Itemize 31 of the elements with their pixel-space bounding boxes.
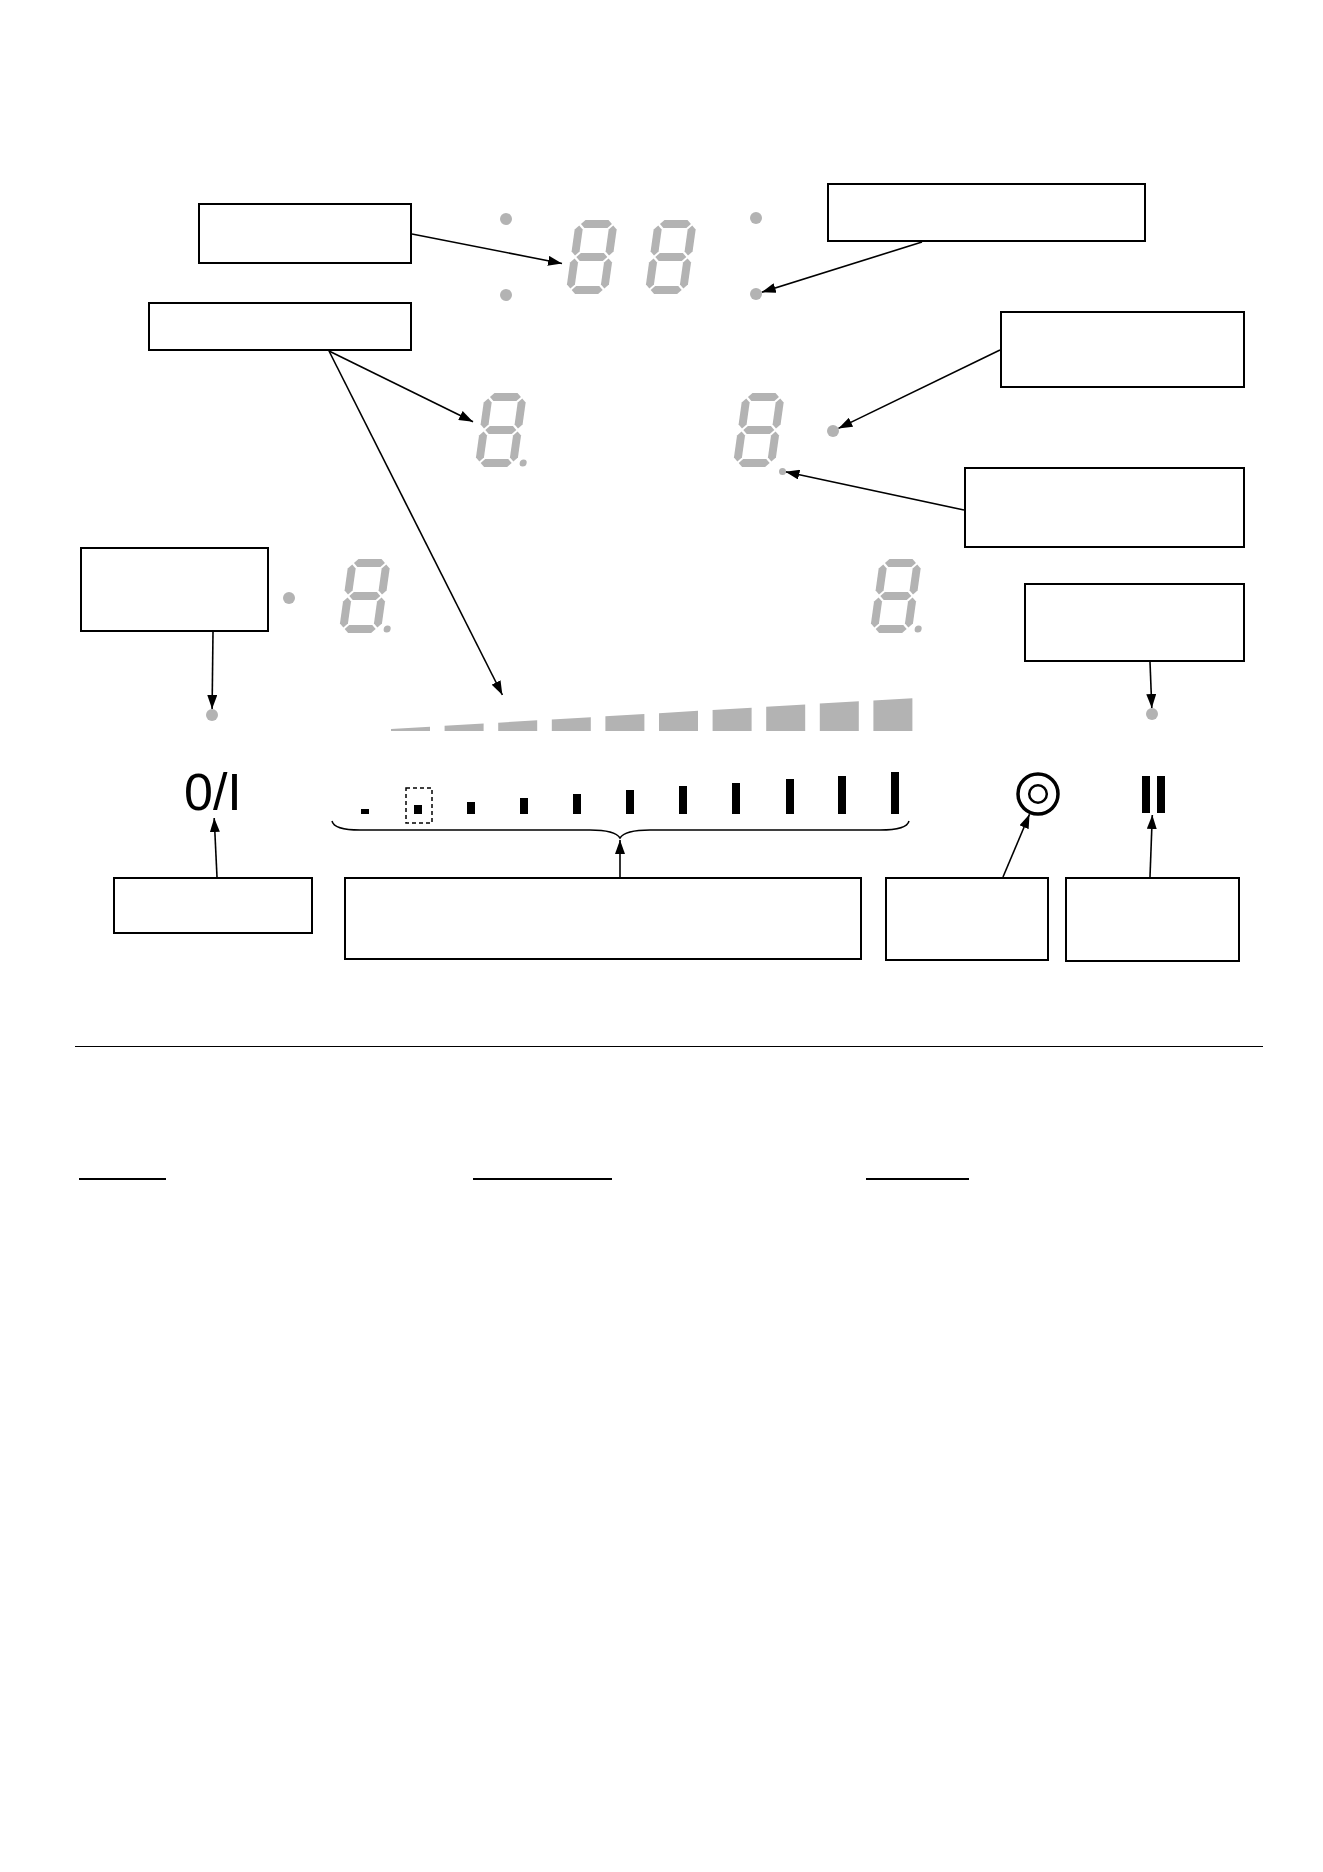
callout-box (827, 183, 1146, 242)
indicator-dot-icon (1146, 708, 1158, 720)
pause-icon (1140, 775, 1166, 815)
leader-arrow (837, 349, 1001, 430)
callout-box (113, 877, 313, 934)
leader-arrow (207, 631, 218, 710)
callout-box (1000, 311, 1245, 388)
indicator-dot-icon (827, 425, 839, 437)
ring-icon (1016, 772, 1060, 816)
callout-box (1065, 877, 1240, 962)
leader-arrow (411, 233, 563, 266)
leader-arrow (328, 350, 474, 423)
callout-box (1024, 583, 1245, 662)
callout-box (885, 877, 1049, 961)
leader-arrow (615, 839, 625, 878)
callout-box (964, 467, 1245, 548)
callout-box (344, 877, 862, 960)
leader-arrow (209, 817, 220, 878)
callout-box (148, 302, 412, 351)
leader-arrow (784, 469, 965, 511)
indicator-dot-icon (778, 467, 786, 475)
leader-arrow (1146, 661, 1157, 709)
leader-arrow (328, 350, 504, 696)
indicator-dot-icon (750, 288, 762, 300)
on-off-label: 0/I (184, 766, 242, 818)
leader-arrow (1146, 814, 1157, 878)
indicator-dot-icon (206, 709, 218, 721)
callout-box (80, 547, 269, 632)
leader-arrow (760, 241, 923, 293)
callout-box (198, 203, 412, 264)
leader-arrow (1002, 813, 1031, 878)
